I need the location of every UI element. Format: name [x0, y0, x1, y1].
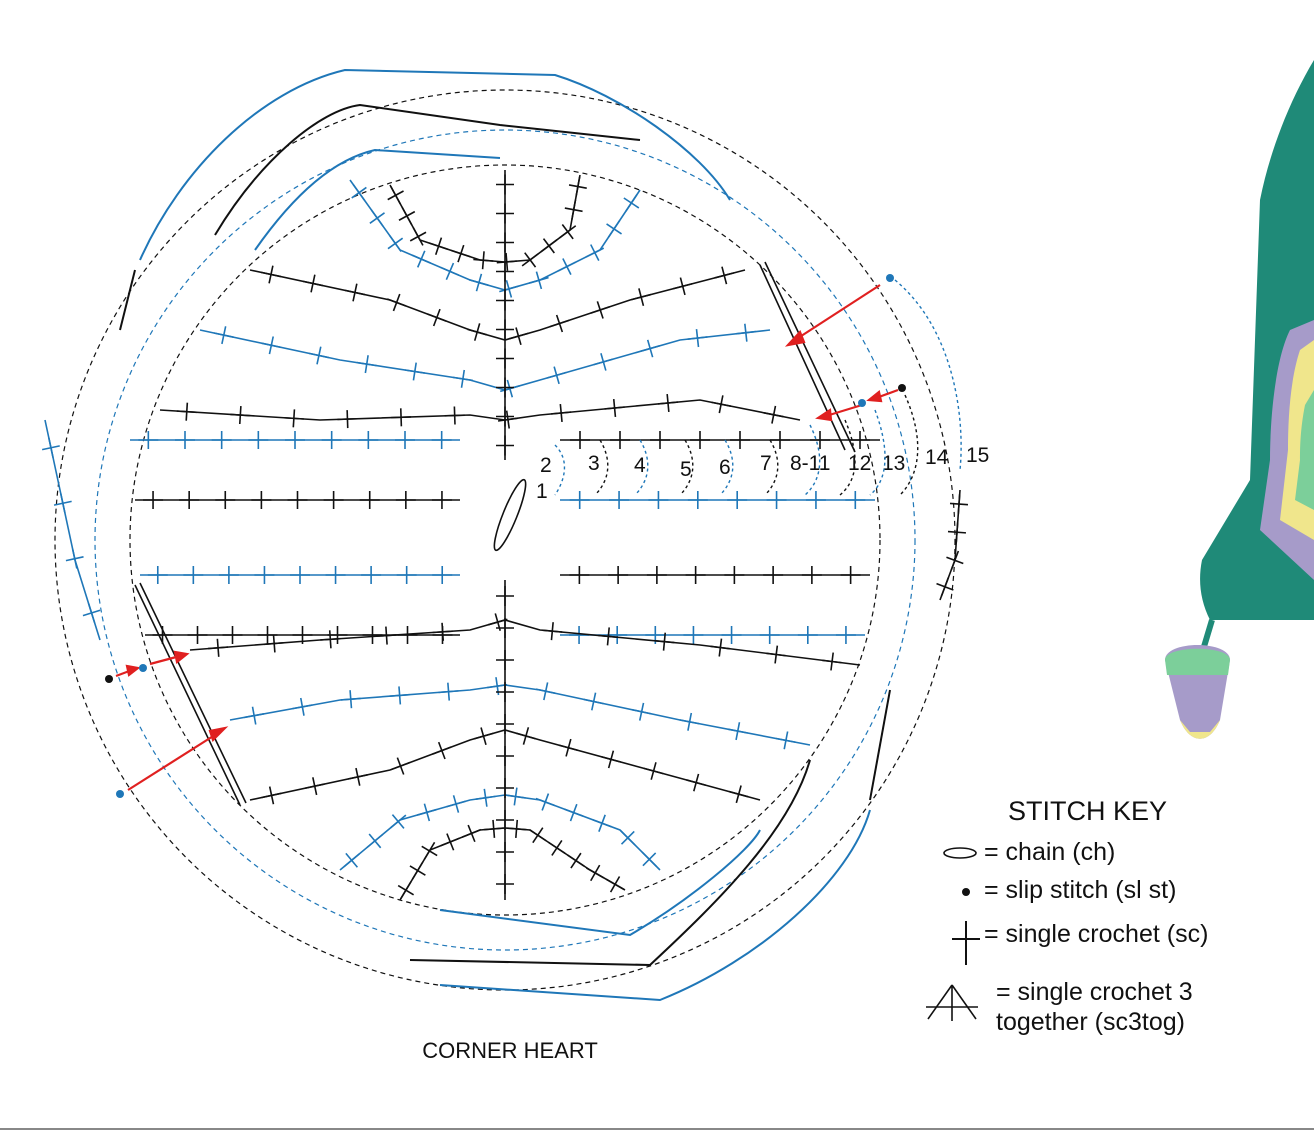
key-row-chain: = chain (ch) [920, 835, 1310, 873]
join-arrows [115, 284, 899, 791]
stitch-row [229, 677, 811, 750]
stitch-row [135, 491, 460, 509]
diagonal-chains [134, 261, 856, 806]
sc-cross-icon [952, 921, 980, 965]
round-label: 14 [925, 446, 949, 469]
stitch-row [189, 613, 861, 671]
key-row-single-crochet: = single crochet (sc) [920, 917, 1310, 975]
stitch-row [159, 393, 801, 429]
chain-oval-icon [943, 847, 977, 859]
key-text-slip-stitch: = slip stitch (sl st) [984, 876, 1177, 904]
stitch-row [387, 174, 587, 271]
stitch-rows [41, 170, 969, 901]
stitch-key-title: STITCH KEY [1008, 796, 1168, 826]
key-text-chain: = chain (ch) [984, 838, 1116, 866]
stitch-row [560, 626, 865, 644]
round-label: 15 [966, 444, 989, 467]
stitch-row [496, 580, 514, 900]
stitch-row [349, 179, 641, 298]
stitch-row [560, 491, 875, 509]
sc3tog-icon [926, 984, 978, 1021]
stitch-row [145, 626, 460, 644]
stitch-row [560, 566, 870, 584]
round-label: 1 [536, 480, 548, 503]
stitch-row [140, 566, 460, 584]
stitch-row [130, 431, 460, 449]
stitch-row [397, 819, 626, 901]
round-label: 12 [848, 452, 871, 475]
stitch-row [249, 265, 746, 346]
stitch-row [560, 431, 880, 449]
key-row-slip-stitch: = slip stitch (sl st) [920, 873, 1310, 911]
stitch-key: STITCH KEY = chain (ch) = slip stitch (s… [920, 796, 1310, 1041]
round-label: 7 [760, 452, 772, 475]
bottom-rule [0, 1128, 1314, 1130]
key-text-single-crochet: = single crochet (sc) [984, 920, 1209, 948]
outer-rounds [119, 68, 891, 1002]
round-label: 4 [634, 454, 646, 477]
round-label: 6 [719, 456, 731, 479]
chart-caption: CORNER HEART [422, 1038, 598, 1063]
key-row-sc3tog: = single crochet 3 together (sc3tog) [920, 975, 1310, 1041]
round-label: 5 [680, 458, 692, 481]
slip-dot-icon [962, 888, 970, 896]
round-label: 13 [882, 452, 905, 475]
round-label: 8-11 [790, 452, 830, 475]
key-text-sc3tog: = single crochet 3 together (sc3tog) [996, 978, 1193, 1036]
finished-piece-photo [1165, 60, 1314, 739]
turn-arcs [554, 279, 962, 496]
round-label: 3 [588, 452, 600, 475]
stitch-row [496, 170, 514, 460]
center-chain-oval [493, 478, 527, 552]
stitch-row [936, 489, 969, 601]
slip-stitch-dots [105, 274, 906, 798]
round-label: 2 [540, 454, 552, 477]
stitch-row [41, 419, 101, 641]
